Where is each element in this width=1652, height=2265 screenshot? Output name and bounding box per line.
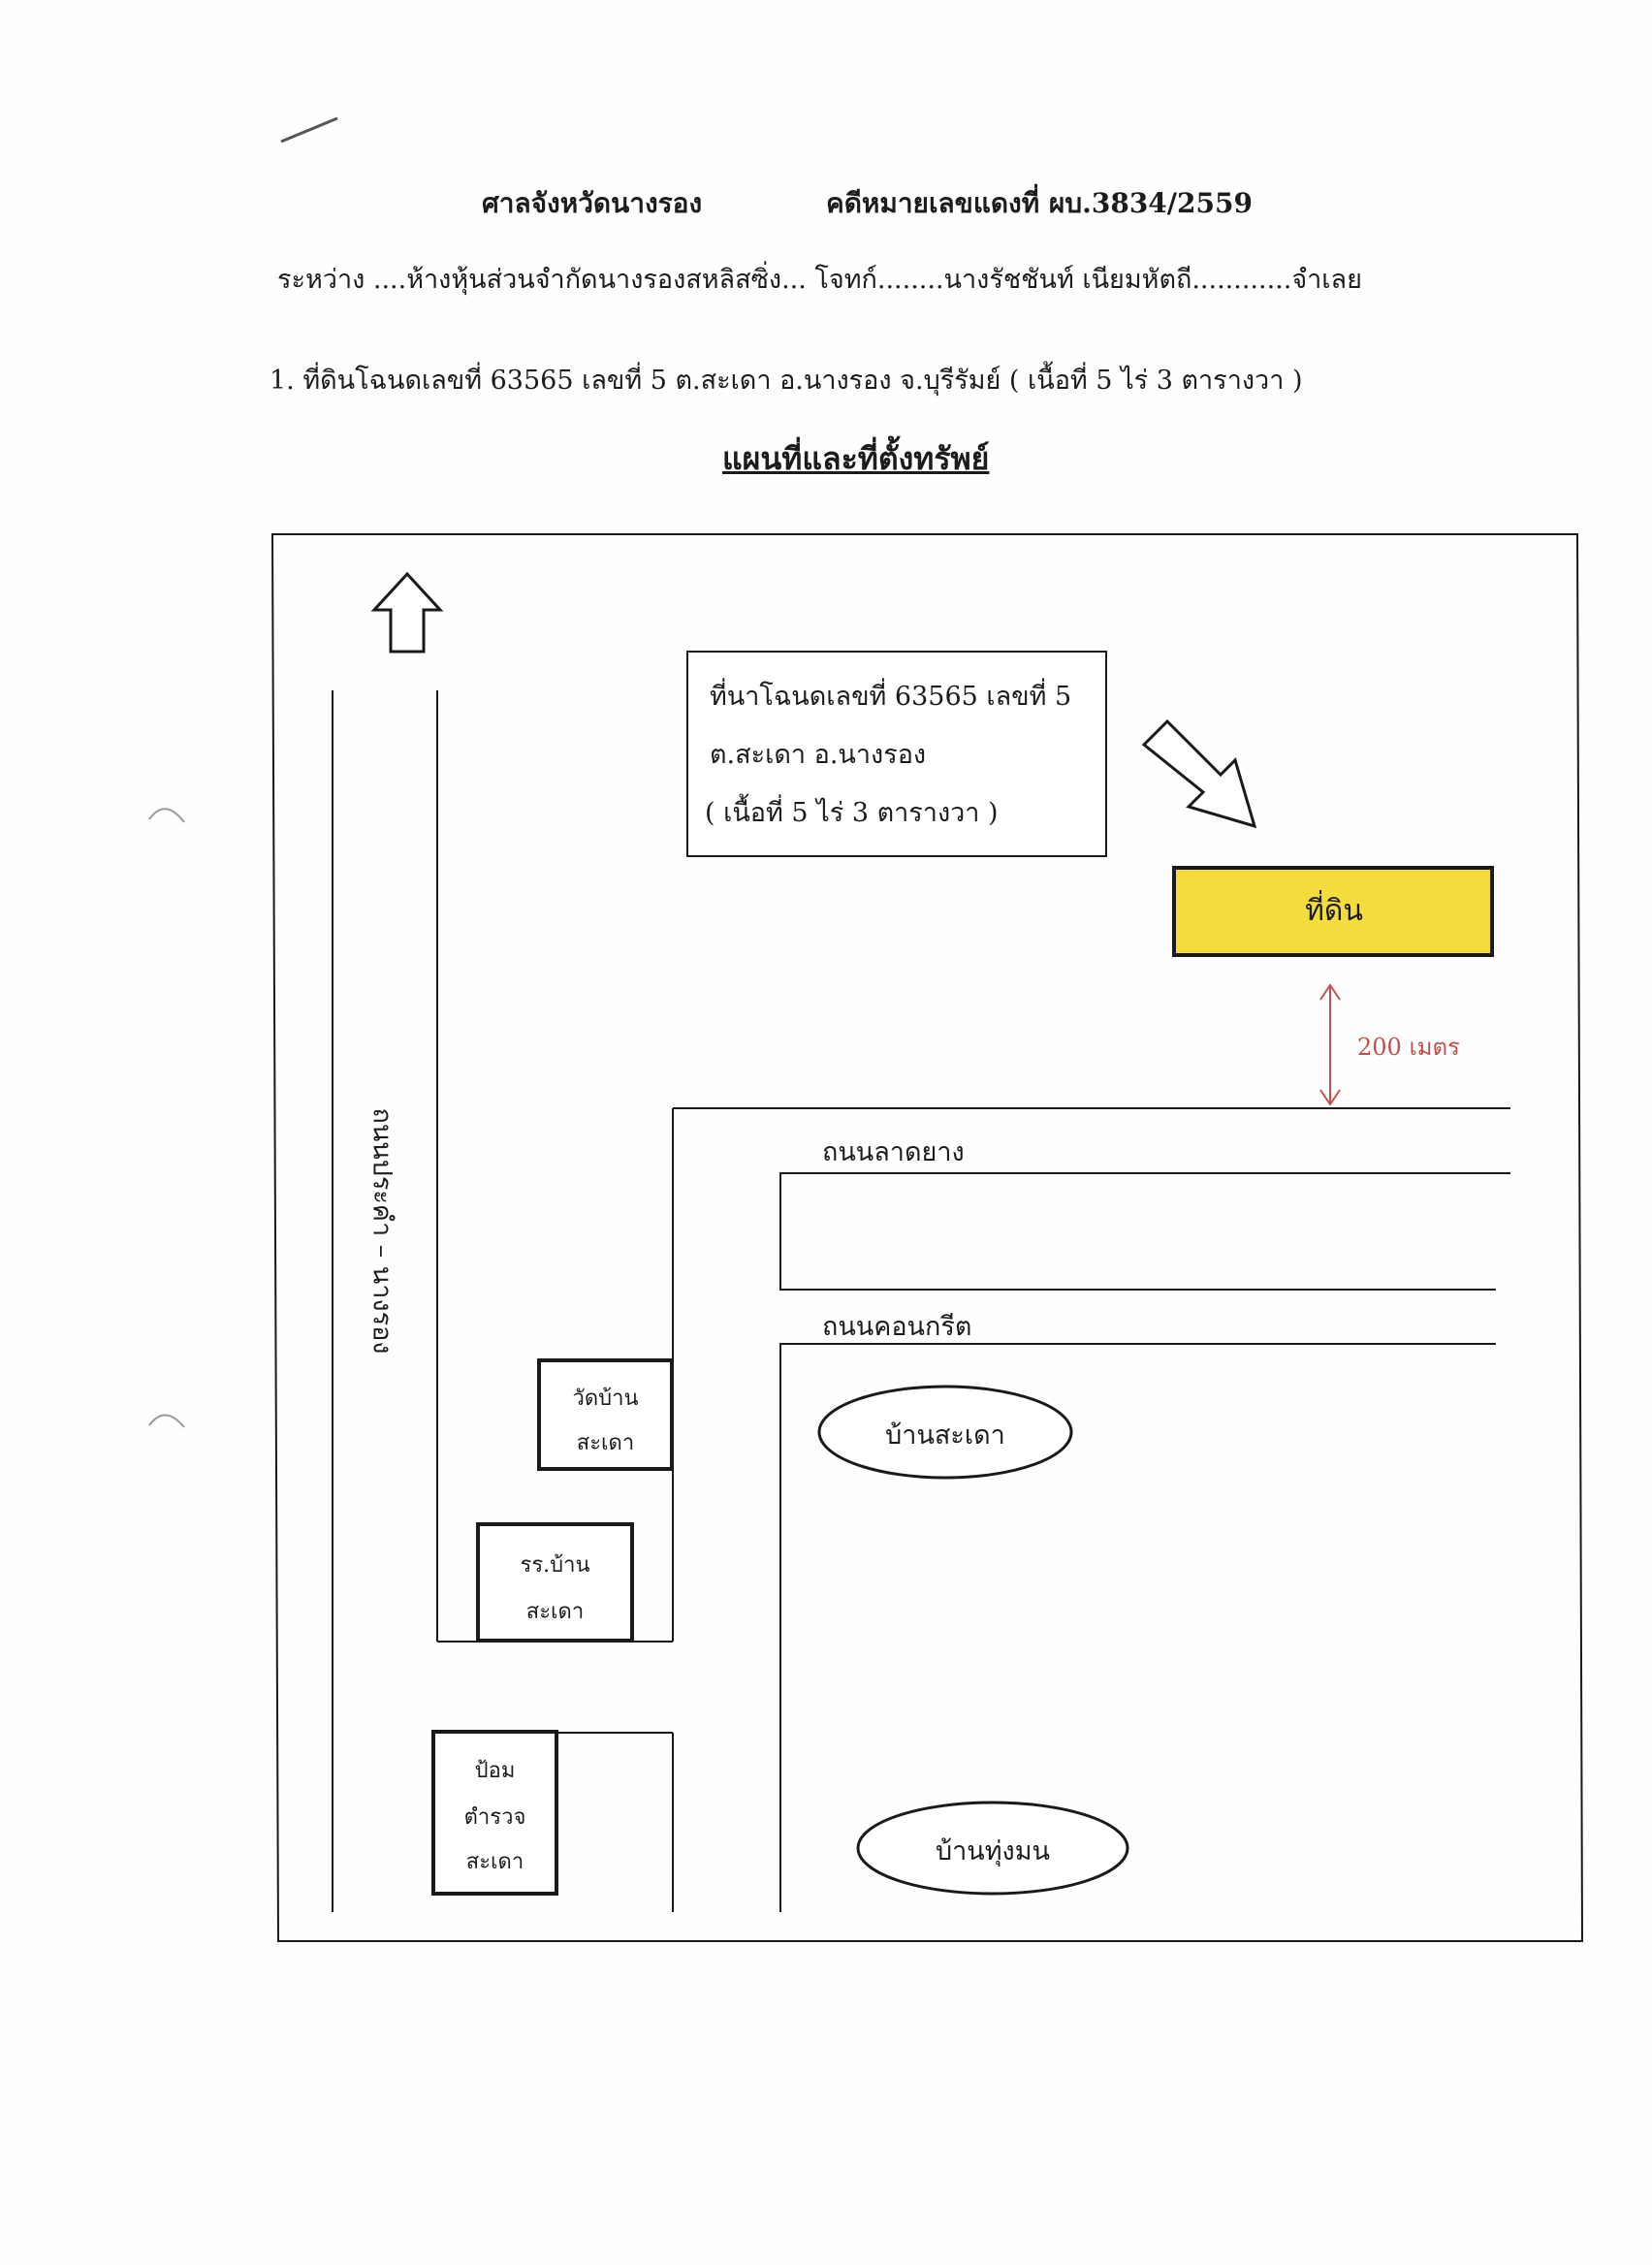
distance-label: 200 เมตร [1357,1034,1460,1061]
school-label: สะเดา [525,1600,585,1624]
road-asphalt-band [779,1172,1510,1291]
pointer-arrow-icon [1141,718,1257,829]
court-name: ศาลจังหวัดนางรอง [482,187,703,219]
temple-box [537,1358,674,1471]
village-sadao-ellipse [817,1385,1073,1480]
police-label: ป้อม [474,1759,516,1783]
school-label: รร.บ้าน [520,1553,590,1578]
village-sadao-label: บ้านสะเดา [885,1420,1005,1451]
punch-hole-mark [148,1414,185,1428]
school-box [476,1522,634,1643]
info-box-line: ( เนื้อที่ 5 ไร่ 3 ตารางวา ) [705,798,999,828]
case-number: คดีหมายเลขแดงที่ ผบ.3834/2559 [826,187,1253,219]
temple-label: สะเดา [576,1431,635,1455]
police-label: สะเดา [465,1850,524,1874]
land-box [1172,866,1494,957]
police-box [431,1730,558,1896]
land-label: ที่ดิน [1305,894,1363,928]
road-asphalt-label: ถนนลาดยาง [822,1137,965,1167]
pen-mark [280,116,338,144]
parties-line: ระหว่าง ....ห้างหุ้นส่วนจำกัดนางรองสหลิส… [277,265,1362,295]
punch-hole-mark [148,808,185,823]
info-box-line: ที่นาโฉนดเลขที่ 63565 เลขที่ 5 [710,682,1072,712]
page-title: แผนที่และที่ตั้งทรัพย์ [722,440,990,477]
police-label: ตำรวจ [463,1805,526,1830]
map-frame [270,533,1584,1942]
road-concrete-label: ถนนคอนกรีต [822,1312,972,1342]
info-box-line: ต.สะเดา อ.นางรอง [710,740,927,770]
road-vertical-label: ถนนประคำ – นางรอง [366,1107,397,1355]
info-box [686,651,1107,857]
road-concrete-line [779,1343,1496,1912]
village-thungmon-label: บ้านทุ่งมน [936,1836,1050,1866]
item-line: 1. ที่ดินโฉนดเลขที่ 63565 เลขที่ 5 ต.สะเ… [270,366,1303,396]
temple-label: วัดบ้าน [572,1387,639,1411]
village-thungmon-ellipse [856,1801,1129,1896]
north-arrow-icon [370,571,444,654]
